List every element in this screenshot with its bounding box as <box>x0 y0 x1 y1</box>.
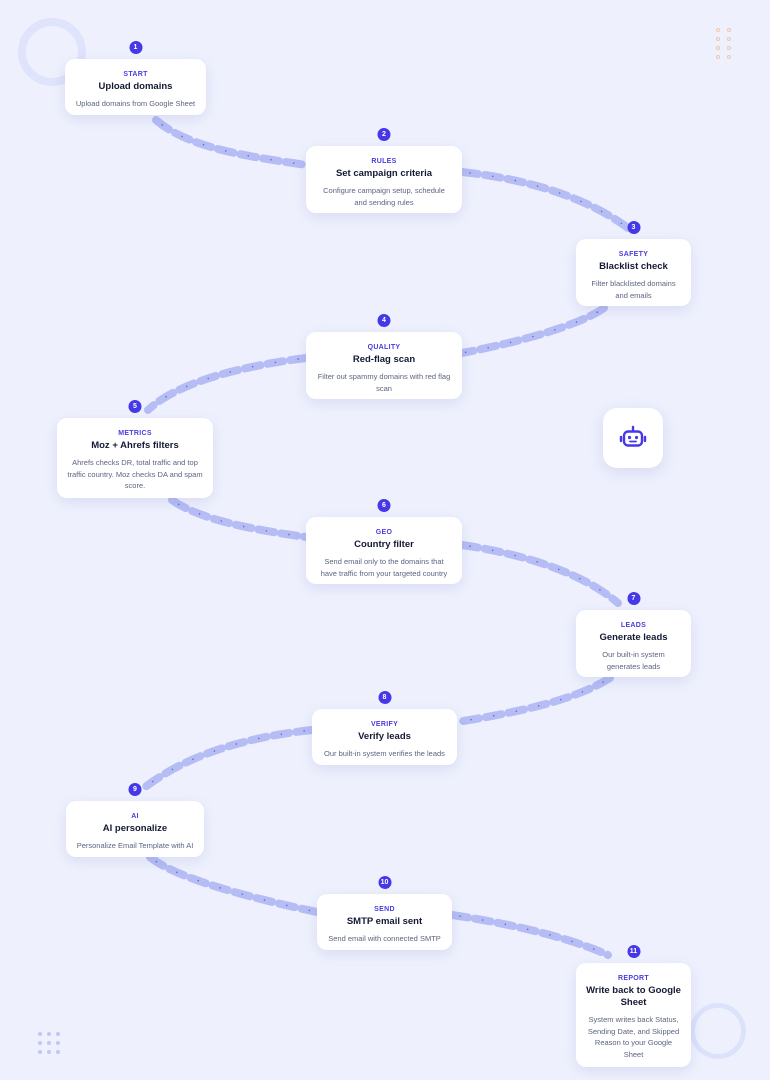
step-number-badge: 10 <box>378 876 391 889</box>
step-number-badge: 3 <box>627 221 640 234</box>
step-title: Upload domains <box>98 81 173 92</box>
step-number-badge: 5 <box>128 400 142 413</box>
step-number-badge: 7 <box>627 592 640 605</box>
assistant-button[interactable] <box>603 408 663 468</box>
step-tag: GEO <box>375 529 393 536</box>
step-number-badge: 9 <box>128 783 142 796</box>
step-number-badge: 1 <box>129 41 142 54</box>
step-tag: REPORT <box>618 975 649 982</box>
step-description: Send email only to the domains that have… <box>320 557 448 578</box>
robot-icon <box>619 425 647 447</box>
step-title: Set campaign criteria <box>335 168 433 179</box>
step-number-badge: 4 <box>377 314 391 327</box>
step-title: Generate leads <box>599 632 668 643</box>
step-card-write-back-google-sheet[interactable]: 11 REPORT Write back to Google Sheet Sys… <box>576 945 691 1067</box>
step-card-ai-personalize[interactable]: 9 AI AI personalize Personalize Email Te… <box>66 783 204 857</box>
step-title: Write back to Google Sheet <box>586 985 681 1008</box>
step-card-red-flag-scan[interactable]: 4 QUALITY Red-flag scan Filter out spamm… <box>306 314 462 399</box>
step-tag: QUALITY <box>367 344 401 351</box>
step-description: System writes back Status, Sending Date,… <box>587 1015 680 1059</box>
step-card-moz-ahrefs-filters[interactable]: 5 METRICS Moz + Ahrefs filters Ahrefs ch… <box>57 400 213 498</box>
step-card-generate-leads[interactable]: 7 LEADS Generate leads Our built-in syst… <box>576 592 691 677</box>
step-card-upload-domains[interactable]: 1 START Upload domains Upload domains fr… <box>65 41 206 115</box>
decorative-ring-top-left <box>18 18 86 86</box>
step-card-set-campaign-criteria[interactable]: 2 RULES Set campaign criteria Configure … <box>306 128 462 213</box>
step-description: Ahrefs checks DR, total traffic and top … <box>67 458 203 490</box>
step-number-badge: 6 <box>377 499 391 512</box>
step-description: Upload domains from Google Sheet <box>75 99 196 108</box>
step-tag: AI <box>131 813 139 820</box>
step-title: SMTP email sent <box>346 916 423 927</box>
step-tag: METRICS <box>118 430 152 437</box>
step-title: Red-flag scan <box>352 354 416 365</box>
step-card-country-filter[interactable]: 6 GEO Country filter Send email only to … <box>306 499 462 584</box>
step-description: Send email with connected SMTP <box>328 934 441 943</box>
decorative-ring-bottom-right <box>690 1003 746 1059</box>
step-description: Our built-in system verifies the leads <box>324 749 445 758</box>
step-title: Blacklist check <box>599 261 668 272</box>
step-title: AI personalize <box>102 823 168 834</box>
step-description: Configure campaign setup, schedule and s… <box>323 186 445 207</box>
path-center-dots <box>143 119 629 956</box>
step-number-badge: 2 <box>377 128 391 141</box>
step-card-smtp-email-sent[interactable]: 10 SEND SMTP email sent Send email with … <box>317 876 452 950</box>
step-tag: VERIFY <box>370 721 399 728</box>
step-description: Our built-in system generates leads <box>602 650 665 671</box>
step-tag: LEADS <box>620 622 647 629</box>
step-tag: RULES <box>371 158 397 165</box>
decorative-dots-top-right <box>716 28 732 59</box>
decorative-dots-bottom-left <box>38 1032 60 1054</box>
step-title: Moz + Ahrefs filters <box>91 440 179 451</box>
step-description: Filter blacklisted domains and emails <box>591 279 676 300</box>
step-card-verify-leads[interactable]: 8 VERIFY Verify leads Our built-in syste… <box>312 691 457 765</box>
step-tag: START <box>123 71 148 78</box>
step-tag: SEND <box>374 906 395 913</box>
step-description: Personalize Email Template with AI <box>76 841 194 850</box>
step-card-blacklist-check[interactable]: 3 SAFETY Blacklist check Filter blacklis… <box>576 221 691 306</box>
step-number-badge: 8 <box>378 691 391 704</box>
step-description: Filter out spammy domains with red flag … <box>317 372 451 393</box>
step-number-badge: 11 <box>627 945 640 958</box>
step-title: Verify leads <box>358 731 411 742</box>
step-title: Country filter <box>354 539 414 550</box>
step-tag: SAFETY <box>618 251 649 258</box>
